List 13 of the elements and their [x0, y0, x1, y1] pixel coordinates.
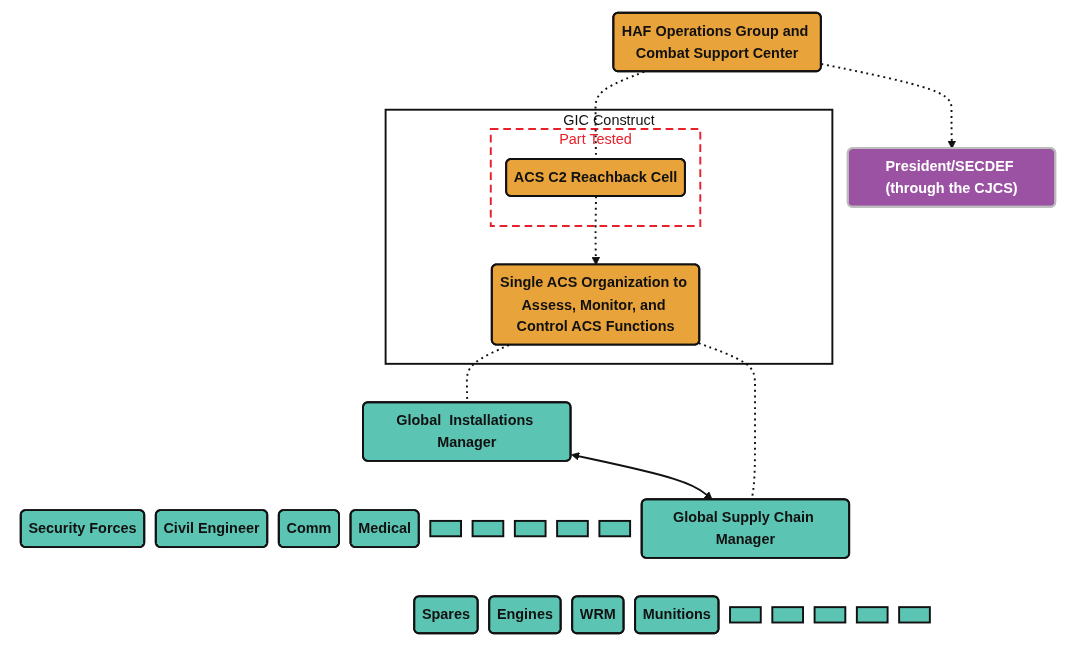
arrow [591, 195, 601, 266]
node-box [598, 519, 632, 538]
node-box [429, 519, 462, 538]
node-box [471, 519, 505, 538]
node-box [513, 519, 547, 538]
node-box [813, 606, 847, 624]
node-box [729, 606, 762, 624]
node-box [771, 606, 804, 624]
node-box [556, 519, 589, 538]
node-box [898, 606, 931, 624]
arrow [571, 452, 713, 501]
node-box [855, 606, 889, 624]
arrow [820, 63, 956, 149]
